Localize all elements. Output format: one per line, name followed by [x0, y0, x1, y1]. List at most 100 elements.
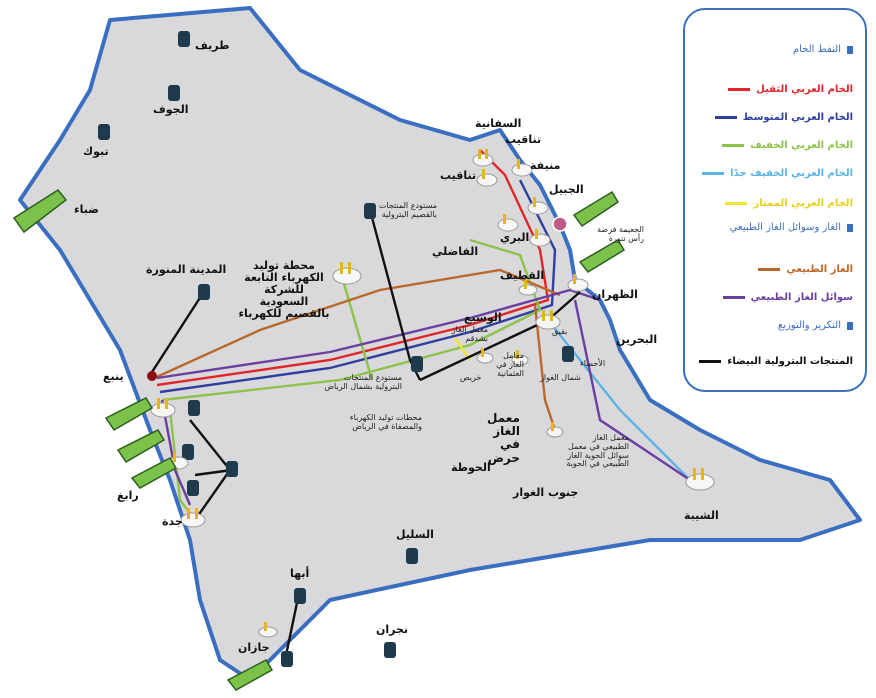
jeddah-depot-icon-2: [226, 461, 238, 477]
legend-super-light-swatch: [725, 202, 748, 205]
abqaiq-plant-icon: [535, 310, 561, 330]
label-jazan: جازان: [238, 641, 270, 654]
label-riyadh-north: مستودع المنتجات البترولية بشمال الرياض: [324, 373, 402, 391]
najran-depot-icon: [384, 642, 396, 658]
jazan-depot-icon: [281, 651, 293, 667]
legend-heavy: الخام العربي الثقيل: [728, 84, 853, 95]
juaymah-hub-marker: [552, 216, 568, 232]
dhahran-plant-icon: [567, 274, 589, 292]
rabigh-tanker-icon: [130, 457, 178, 489]
legend-gas-header: الغاز وسوائل الغاز الطبيعي: [730, 222, 853, 233]
juaymah-tanker-icon-2: [578, 238, 626, 273]
legend-gas-swatch: [758, 268, 781, 271]
uthmaniyah-plant-icon: [511, 350, 529, 366]
legend-refining-header: التكرير والتوزيع: [778, 320, 853, 331]
label-jouf: الجوف: [153, 103, 189, 116]
label-south-ghawar: جنوب الغوار: [513, 486, 579, 499]
legend-super-light: الخام العربي الممتاز: [725, 198, 853, 209]
plant-icons: [150, 149, 715, 638]
label-dhahran: الظهران: [592, 288, 638, 301]
legend-ngl: سوائل الغاز الطبيعي: [722, 292, 853, 303]
heavy-crude-line: [156, 149, 550, 387]
label-madinah: المدينة المنورة: [146, 263, 227, 276]
label-yanbu: ينبع: [103, 370, 124, 383]
label-wasi: الوسيع: [464, 311, 502, 324]
sulayyil-depot-icon: [406, 548, 418, 564]
label-abqaiq: بقيق: [552, 327, 568, 336]
label-north-ghawar: شمال الغوار: [540, 373, 581, 382]
ngl-line-3: [160, 399, 192, 506]
map-legend: النفط الخام الخام العربي الثقيل الخام ال…: [683, 8, 867, 392]
juaymah-plant-icon: [529, 229, 551, 247]
label-juaymah: الجعيمة فرضة رأس تنورة: [597, 225, 644, 243]
shedgum-plant-icon: [476, 348, 494, 364]
label-jubail: الجبيل: [549, 183, 584, 196]
yanbu-tanker-icon-2: [116, 429, 166, 464]
shaybah-plant-icon: [685, 468, 715, 491]
ngl-line-2: [573, 299, 691, 481]
jouf-depot-icon: [168, 85, 180, 101]
abha-depot-icon: [294, 588, 306, 604]
qassim-power-plant-icon: [332, 262, 362, 285]
label-sulayyil: السليل: [396, 528, 434, 541]
riyadh-depot-icon: [411, 356, 423, 372]
legend-white-products: المنتجات البترولية البيضاء: [699, 356, 853, 367]
country-outline: [18, 6, 862, 682]
legend-bullet-icon: [847, 45, 853, 54]
manifa-plant-icon: [511, 159, 533, 177]
label-shaybah: الشيبة: [684, 509, 719, 522]
legend-white-products-swatch: [699, 360, 722, 363]
label-duba: ضباء: [74, 203, 99, 216]
qassim-depot-icon: [364, 203, 376, 219]
juaymah-tanker-icon: [572, 190, 620, 228]
tanker-icons: [12, 189, 626, 691]
qatif-plant-icon: [518, 280, 538, 296]
label-najran: نجران: [376, 623, 409, 636]
label-berri: البري: [500, 231, 530, 244]
label-hawiyah: معمل الغاز الطبيعي في معمل سوائل الحوية …: [566, 433, 629, 469]
legend-extra-light-swatch: [702, 172, 725, 175]
label-qassim-depot: مستودع المنتجات بالقصيم البترولية: [378, 201, 437, 219]
rabigh-depot-icon: [182, 444, 194, 460]
label-haradh: معمل الغاز في حرض: [487, 411, 520, 465]
jazan-plant-icon: [258, 622, 278, 638]
gas-line: [149, 268, 561, 382]
hawiyah-plant-icon: [546, 422, 564, 438]
label-rabigh: رابغ: [117, 489, 139, 502]
jeddah-depot-icon: [187, 480, 199, 496]
label-shedgum: معمل الغاز بشدقم: [451, 325, 488, 343]
label-riyadh-power: محطات توليد الكهرباء والمصفاة في الرياض: [349, 413, 422, 431]
turaif-depot-icon: [178, 31, 190, 47]
safaniyah-plant-icon: [472, 149, 494, 167]
label-uthmaniyah: معامل الغاز في العثمانية: [496, 351, 524, 378]
yanbu-tanker-icon: [104, 397, 154, 432]
jubail-plant-icon: [527, 197, 549, 215]
super-light-crude-line: [454, 337, 471, 361]
yanbu-hub-marker: [147, 371, 157, 381]
label-khurais: خريص: [460, 373, 482, 382]
legend-gas: الغاز الطبيعي: [758, 264, 853, 275]
label-qatif: القطيف: [500, 269, 545, 282]
legend-extra-light: الخام العربي الخفيف جدًا: [702, 168, 853, 179]
depot-icons: [98, 31, 574, 667]
label-turaif: طريف: [195, 39, 230, 52]
label-jeddah: جدة: [162, 515, 183, 528]
label-fadhili: الفاضلي: [432, 245, 479, 258]
yanbu-plant-icon: [150, 398, 176, 418]
legend-ngl-swatch: [722, 296, 745, 299]
label-qassim-power: محطة توليد الكهرباء التابعة للشركة السعو…: [238, 259, 330, 321]
label-tanajib-2: تناقيب: [440, 169, 477, 182]
label-abha: أبها: [290, 567, 310, 580]
label-bahrain: البحرين: [616, 333, 658, 346]
label-tanajib-1: تناقيب: [505, 133, 542, 146]
label-hawtah: الحوطة: [451, 461, 491, 474]
jeddah-plant-icon: [180, 508, 206, 528]
legend-bullet-icon: [847, 321, 853, 330]
pipelines: [149, 149, 691, 521]
label-tabuk: تبوك: [83, 145, 109, 158]
jazan-tanker-icon: [226, 659, 274, 691]
light-crude-line: [161, 238, 542, 402]
tanajib-plant-icon: [476, 169, 498, 187]
legend-medium: الخام العربي المتوسط: [714, 112, 853, 123]
